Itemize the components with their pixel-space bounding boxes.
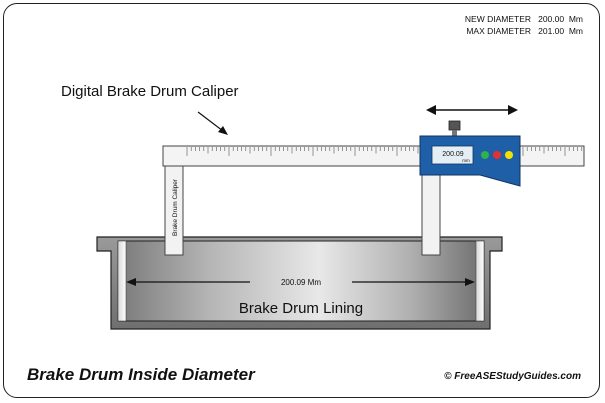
thumb-wheel-icon — [448, 120, 461, 131]
slide-direction-arrow — [426, 105, 518, 115]
caliper-sliding-jaw — [421, 165, 441, 256]
caliper-ruler — [162, 145, 585, 167]
measurement-label: 200.09 Mm — [281, 278, 321, 287]
drum-right-wall — [475, 240, 485, 322]
green-button-icon[interactable] — [481, 151, 489, 159]
display-screen — [431, 145, 474, 165]
caliper-title-label: Digital Brake Drum Caliper — [61, 83, 239, 100]
diagram-frame — [3, 3, 600, 398]
display-unit: mm — [462, 158, 470, 163]
digital-readout-unit — [419, 120, 521, 187]
max-diameter-spec: MAX DIAMETER 201.00 Mm — [466, 26, 583, 36]
copyright-label: © FreeASEStudyGuides.com — [444, 371, 581, 382]
measurement-arrow — [126, 278, 475, 286]
caliper-arm-label: Brake Drum Caliper — [172, 178, 179, 236]
yellow-button-icon[interactable] — [505, 151, 513, 159]
red-button-icon[interactable] — [493, 151, 501, 159]
drum-left-wall — [117, 240, 127, 322]
pointer-arrow — [197, 111, 228, 135]
new-diameter-spec: NEW DIAMETER 200.00 Mm — [464, 14, 583, 24]
diagram-title: Brake Drum Inside Diameter — [27, 365, 255, 384]
drum-lining-label: Brake Drum Lining — [239, 300, 363, 317]
display-value: 200.09 — [442, 151, 464, 158]
